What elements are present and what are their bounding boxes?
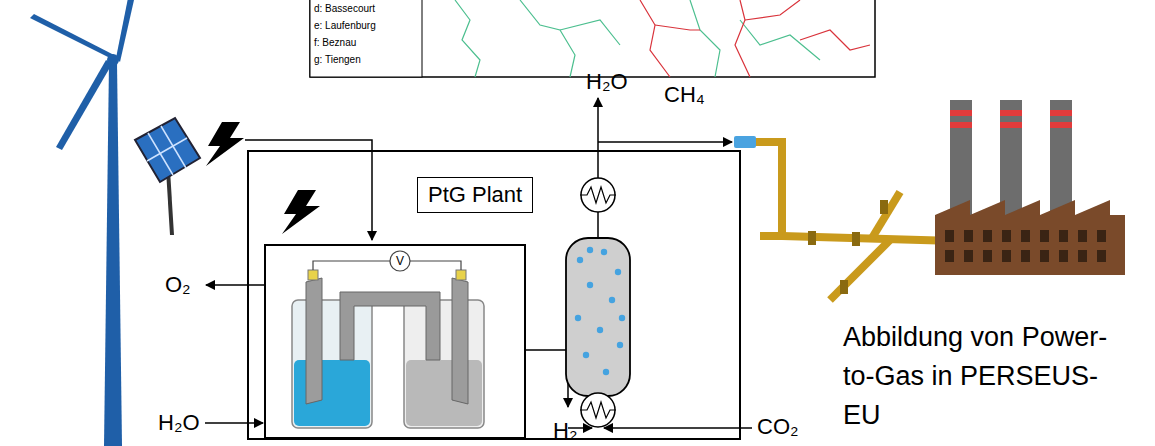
h2o-arrow — [205, 422, 263, 424]
bubble — [575, 315, 581, 321]
wind-turbine — [30, 0, 134, 446]
methane-label: CH₄ — [664, 84, 705, 106]
bubble — [603, 369, 609, 375]
co2-arrow — [604, 427, 752, 429]
bubble — [587, 247, 593, 253]
plant-title: PtG Plant — [417, 177, 533, 213]
oxygen-label: O₂ — [165, 274, 191, 296]
legend-entry: g: Tiengen — [310, 51, 422, 68]
window — [964, 230, 973, 242]
bubble — [601, 249, 607, 255]
bubble — [577, 257, 583, 263]
legend-entry: f: Beznau — [310, 34, 422, 51]
bubble — [609, 297, 615, 303]
map-legend: d: Bassecourte: Laufenburgf: Beznaug: Ti… — [310, 0, 422, 77]
window — [1078, 230, 1087, 242]
bubble — [615, 269, 621, 275]
window — [1059, 230, 1068, 242]
plant-box: PtG Plant — [247, 150, 741, 440]
window — [1078, 250, 1087, 262]
window — [1002, 250, 1011, 262]
window — [1021, 230, 1030, 242]
window — [945, 230, 954, 242]
lightning-bolt — [282, 190, 320, 234]
bubble — [587, 282, 593, 288]
legend-entry: e: Laufenburg — [310, 17, 422, 34]
hydrogen-label: H₂ — [553, 420, 577, 442]
electrolyzer — [265, 245, 525, 438]
window — [1040, 230, 1049, 242]
lightning-bolt — [206, 122, 244, 166]
ch4-arrow — [598, 141, 732, 143]
voltmeter-symbol: V — [396, 255, 404, 267]
power-plant — [935, 100, 1125, 275]
window — [1021, 250, 1030, 262]
h2-arrow — [525, 350, 568, 407]
water-label: H₂O — [158, 412, 200, 434]
h2o-out-arrow — [597, 98, 599, 178]
window — [983, 250, 992, 262]
power-wire — [245, 140, 372, 240]
bubble — [597, 327, 603, 333]
caption: Abbildung von Power-to-Gas in PERSEUS-EU — [843, 318, 1111, 435]
window — [983, 230, 992, 242]
window — [1059, 250, 1068, 262]
co2-label: CO₂ — [757, 416, 799, 438]
window — [1002, 230, 1011, 242]
window — [1097, 230, 1106, 242]
bubble — [583, 352, 589, 358]
water-label: H₂O — [586, 71, 628, 93]
window — [1040, 250, 1049, 262]
window — [1097, 250, 1106, 262]
solar-panel — [135, 118, 200, 235]
methanation-reactor — [566, 178, 630, 427]
window — [964, 250, 973, 262]
window — [945, 250, 954, 262]
legend-entry: d: Bassecourt — [310, 0, 422, 17]
map — [310, 0, 875, 77]
bubble — [617, 342, 623, 348]
bubble — [619, 315, 625, 321]
o2-arrow — [206, 284, 265, 286]
